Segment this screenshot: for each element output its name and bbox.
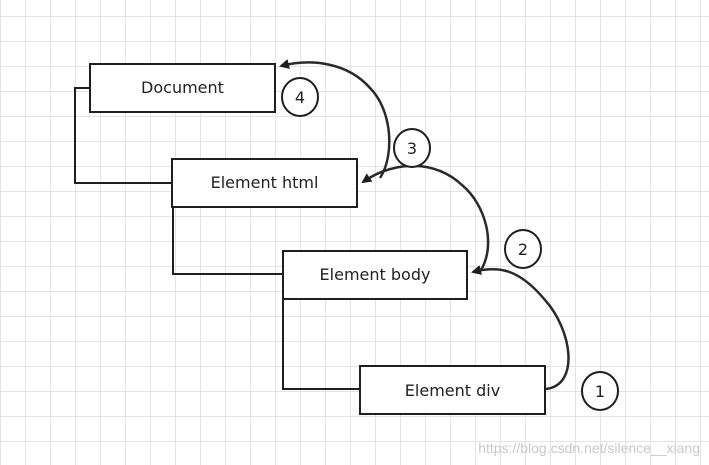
arrow-body-to-html [361, 164, 490, 271]
step-1-number: 1 [595, 382, 605, 401]
arrow-html-to-document [279, 59, 391, 179]
step-2-number: 2 [518, 240, 528, 259]
step-4-badge: 4 [281, 77, 319, 117]
connector-html-body [172, 207, 283, 275]
step-1-badge: 1 [581, 371, 619, 411]
node-document: Document [89, 63, 276, 113]
node-element-html: Element html [171, 158, 358, 208]
node-element-div: Element div [359, 365, 546, 415]
connector-document-html [74, 87, 172, 184]
connector-body-div [282, 299, 360, 390]
node-element-div-label: Element div [405, 381, 500, 400]
step-3-number: 3 [407, 139, 417, 158]
arrow-div-to-body [471, 265, 570, 391]
node-element-body-label: Element body [320, 265, 431, 284]
step-3-badge: 3 [393, 128, 431, 168]
step-2-badge: 2 [504, 229, 542, 269]
watermark-text: https://blog.csdn.net/silence__xiang [478, 440, 700, 456]
node-element-body: Element body [282, 250, 468, 300]
node-element-html-label: Element html [211, 173, 319, 192]
step-4-number: 4 [295, 88, 305, 107]
node-document-label: Document [141, 78, 224, 97]
